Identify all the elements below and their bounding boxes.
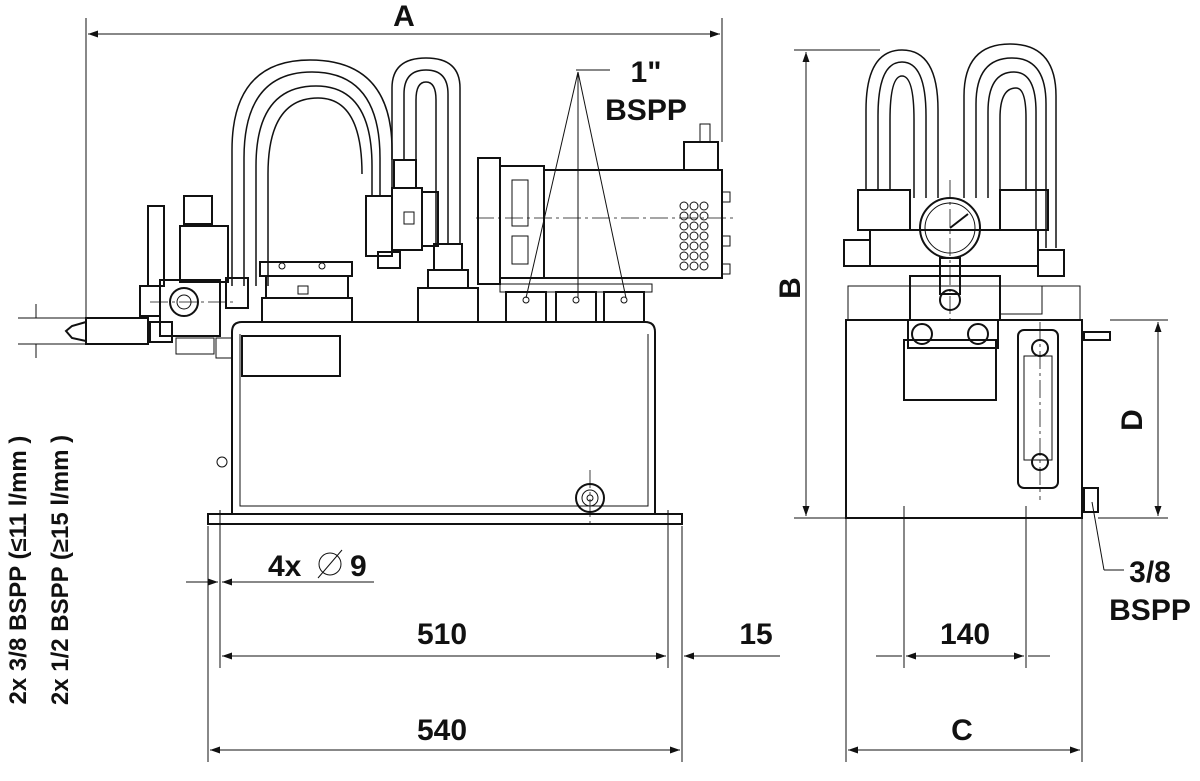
front-hoses xyxy=(231,57,461,286)
label-dimension-15: 15 xyxy=(739,618,772,651)
top-port-leaders xyxy=(525,69,627,299)
label-hole-diameter: 9 xyxy=(350,550,367,583)
front-left-valve-assembly xyxy=(64,195,249,355)
front-top-fittings xyxy=(417,243,653,323)
label-drain-size: 3/8 xyxy=(1129,556,1171,589)
dimension-510 xyxy=(219,526,669,668)
dimension-c xyxy=(845,518,1083,762)
side-level-gauge xyxy=(1017,329,1059,489)
side-manifold xyxy=(843,189,1065,349)
outlet-dimension xyxy=(18,304,86,358)
dimension-15 xyxy=(640,526,780,668)
front-view xyxy=(64,57,736,528)
label-dimension-a: A xyxy=(393,0,415,33)
side-hoses xyxy=(865,43,1057,248)
label-dimension-540: 540 xyxy=(417,714,467,747)
label-dimension-d: D xyxy=(1116,409,1149,431)
hole-leader xyxy=(186,549,374,586)
side-view xyxy=(843,43,1111,519)
front-filler-housing xyxy=(259,261,353,323)
label-outlet-small: 2x 3/8 BSPP (≤11 l/mm ) xyxy=(5,436,32,705)
front-base-flange xyxy=(207,513,683,525)
label-top-port-thread: BSPP xyxy=(605,94,687,127)
label-dimension-c: C xyxy=(951,714,973,747)
front-valve-block xyxy=(365,159,439,269)
drain-leader xyxy=(1091,501,1124,571)
dimension-d xyxy=(1098,319,1168,519)
front-motor xyxy=(477,123,731,285)
front-tank-inner xyxy=(239,334,649,507)
label-outlet-large: 2x 1/2 BSPP (≥15 l/mm ) xyxy=(47,435,74,705)
label-top-port-size: 1" xyxy=(631,56,662,89)
label-hole-count: 4x xyxy=(268,550,302,583)
label-dimension-140: 140 xyxy=(940,618,990,651)
dimension-b xyxy=(794,49,880,519)
dimension-140 xyxy=(876,506,1050,668)
label-dimension-510: 510 xyxy=(417,618,467,651)
dimension-540 xyxy=(207,526,683,762)
dimension-a xyxy=(85,18,723,318)
front-side-plate xyxy=(241,335,341,377)
label-dimension-b: B xyxy=(774,277,807,299)
front-tank xyxy=(231,321,656,515)
label-drain-thread: BSPP xyxy=(1109,594,1191,627)
